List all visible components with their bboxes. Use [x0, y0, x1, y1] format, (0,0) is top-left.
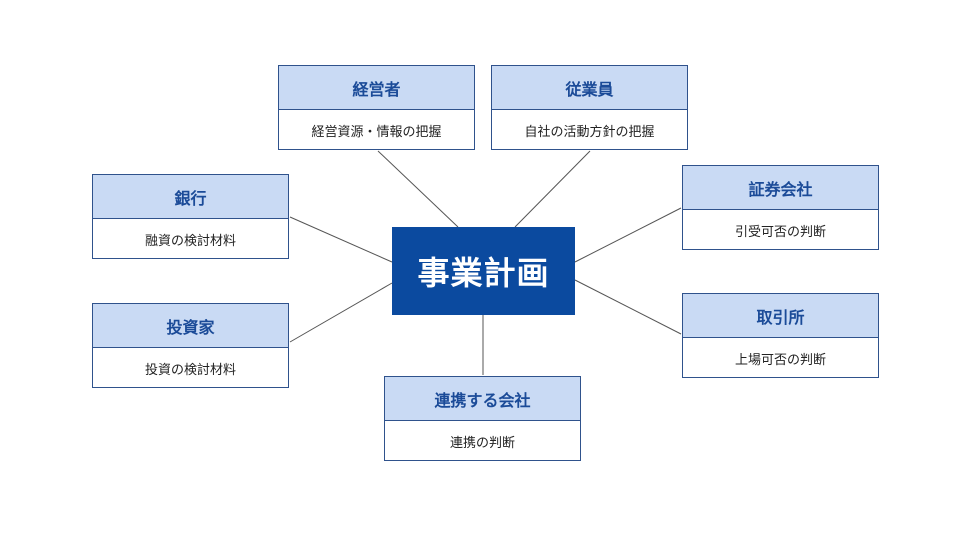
node-description: 投資の検討材料 — [144, 362, 236, 377]
node-employees: 従業員 自社の活動方針の把握 — [491, 65, 688, 150]
node-securities-company: 証券会社 引受可否の判断 — [682, 165, 879, 250]
node-exchange: 取引所 上場可否の判断 — [682, 293, 879, 378]
node-description: 連携の判断 — [449, 435, 515, 450]
connector-securities — [574, 207, 682, 263]
connector-executive — [377, 150, 459, 228]
node-title: 銀行 — [93, 175, 288, 219]
connector-employees — [514, 150, 591, 228]
node-title: 経営者 — [279, 66, 474, 110]
node-title: 証券会社 — [683, 166, 878, 210]
node-executive: 経営者 経営資源・情報の把握 — [278, 65, 475, 150]
node-title: 従業員 — [492, 66, 687, 110]
connector-bank — [289, 216, 393, 263]
connector-investor — [289, 282, 393, 343]
node-investor: 投資家 投資の検討材料 — [92, 303, 289, 388]
node-title: 投資家 — [93, 304, 288, 348]
connector-exchange — [574, 279, 682, 335]
node-description: 経営資源・情報の把握 — [311, 124, 442, 139]
node-description: 上場可否の判断 — [734, 352, 826, 367]
node-description: 融資の検討材料 — [144, 233, 236, 248]
node-partner-company: 連携する会社 連携の判断 — [384, 376, 581, 461]
center-node: 事業計画 — [392, 227, 575, 315]
node-title: 連携する会社 — [385, 377, 580, 421]
node-bank: 銀行 融資の検討材料 — [92, 174, 289, 259]
node-title: 取引所 — [683, 294, 878, 338]
node-description: 引受可否の判断 — [734, 224, 826, 239]
node-description: 自社の活動方針の把握 — [524, 124, 655, 139]
